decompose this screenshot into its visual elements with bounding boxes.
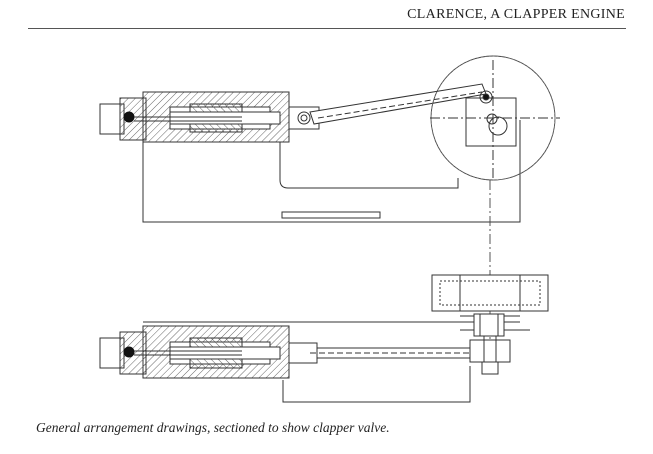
elevation-flywheel	[430, 55, 560, 181]
header-rule	[28, 28, 626, 29]
elevation-view	[99, 55, 560, 223]
elevation-inlet-fitting	[99, 97, 242, 141]
plan-clapper-valve-ball	[123, 346, 135, 358]
plan-crank-boss	[469, 313, 511, 375]
clapper-valve-ball	[123, 111, 135, 123]
running-head: CLARENCE, A CLAPPER ENGINE	[407, 7, 625, 22]
elevation-cylinder	[142, 91, 290, 143]
figure-caption: General arrangement drawings, sectioned …	[36, 420, 390, 435]
plan-cylinder	[142, 325, 290, 379]
plan-inlet-fitting	[99, 331, 242, 375]
elevation-connecting-rod	[288, 83, 487, 130]
plan-connecting-rod	[288, 342, 480, 364]
plan-flywheel	[431, 274, 549, 312]
plan-view	[99, 274, 549, 403]
